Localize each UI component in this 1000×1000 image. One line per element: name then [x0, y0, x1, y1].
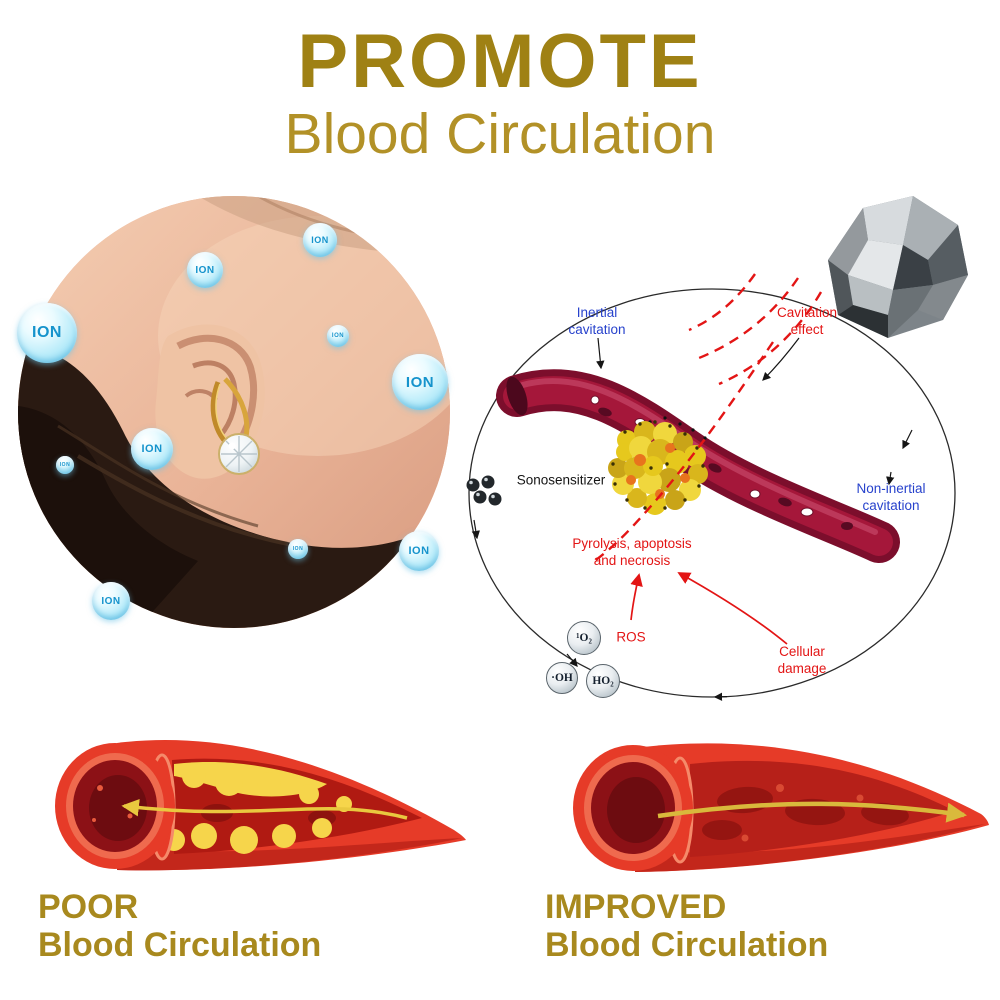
poor-vessel-illustration [22, 718, 467, 893]
earring [210, 377, 260, 475]
ion-bubble: ION [17, 303, 77, 363]
ion-bubble: ION [288, 539, 308, 559]
label-pyrolysis: Pyrolysis, apoptosis and necrosis [572, 536, 692, 568]
hydroperoxyl-sphere: HO₂ [586, 664, 620, 698]
poor-title: POOR [38, 888, 139, 926]
label-cellular-damage: Cellular damage [777, 644, 827, 676]
ion-bubble: ION [131, 428, 173, 470]
sonosensitizer-particles [466, 475, 502, 506]
ion-bubble: ION [56, 456, 74, 474]
ion-bubble: ION [399, 531, 439, 571]
improved-title: IMPROVED [545, 888, 727, 926]
flow-arrow-poor [121, 799, 408, 820]
label-ros: ROS [616, 629, 646, 645]
ear-illustration [18, 196, 450, 628]
improved-subtitle: Blood Circulation [545, 926, 829, 965]
ultrasound-waves [592, 273, 823, 563]
page-title: PROMOTE [297, 19, 703, 104]
ion-bubble: ION [187, 252, 223, 288]
poor-caption: POOR Blood Circulation [38, 888, 321, 965]
label-non-inertial-cavitation: Non-inertial cavitation [856, 481, 926, 513]
ion-bubble: ION [392, 354, 448, 410]
damage-arrow [677, 572, 788, 645]
cavitation-diagram: Inertial cavitation Cavitation effect So… [455, 272, 980, 717]
hydroxyl-sphere: ·OH [546, 662, 578, 694]
improved-caption: IMPROVED Blood Circulation [545, 888, 828, 965]
ros-arrow [630, 573, 643, 621]
header: PROMOTE Blood Circulation [0, 18, 1000, 165]
page-subtitle: Blood Circulation [284, 102, 716, 166]
ear-photo [18, 196, 450, 628]
ion-bubble: ION [92, 582, 130, 620]
cell-cluster [608, 420, 708, 515]
ion-bubble: ION [327, 325, 349, 347]
improved-vessel-illustration [540, 718, 989, 893]
flow-arrow-improved [657, 801, 968, 823]
singlet-oxygen-sphere: ¹O₂ [567, 621, 601, 655]
germanium-stone [808, 190, 973, 350]
label-cavitation-effect: Cavitation effect [776, 305, 838, 337]
label-inertial-cavitation: Inertial cavitation [568, 305, 626, 337]
cycle-loop [468, 288, 956, 698]
label-sonosensitizer: Sonosensitizer [516, 472, 606, 488]
ion-bubble: ION [303, 223, 337, 257]
poor-subtitle: Blood Circulation [38, 926, 322, 965]
